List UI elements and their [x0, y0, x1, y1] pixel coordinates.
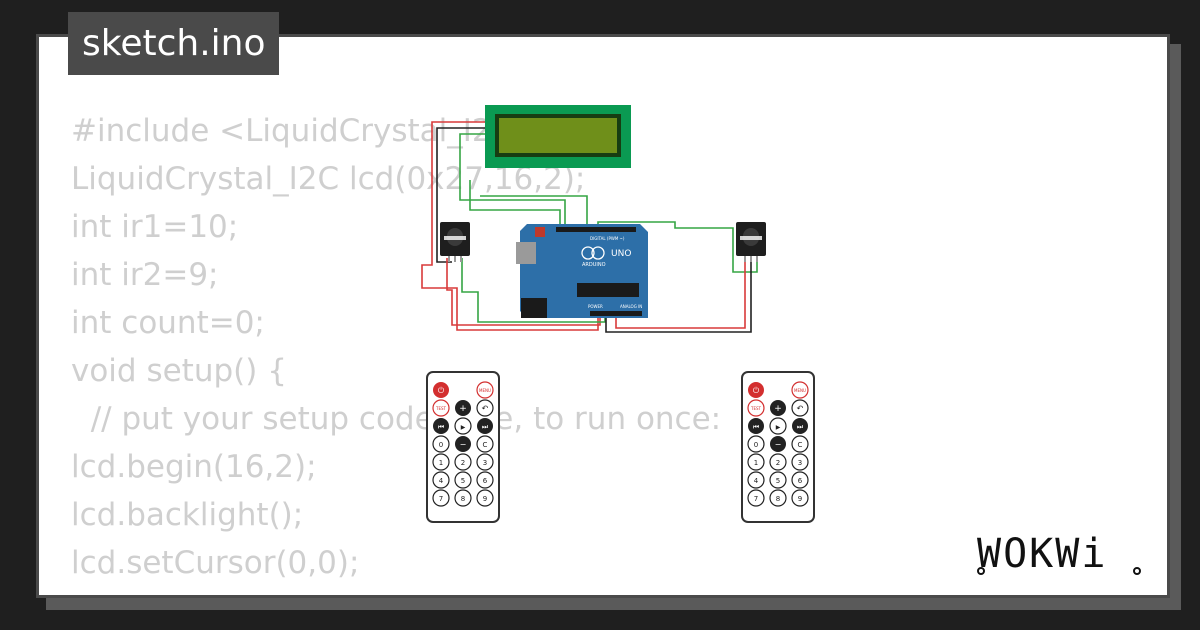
svg-text:8: 8 [776, 495, 780, 503]
svg-text:2: 2 [461, 459, 465, 467]
power-icon: ⏻ [753, 386, 760, 395]
wokwi-logo: WOKWi [977, 531, 1141, 577]
svg-text:0: 0 [439, 441, 443, 449]
next-icon: ⏭ [482, 423, 489, 431]
ir-remote-left[interactable]: ⏻ MENU TEST + ↶ ⏮ ▶ ⏭ 0 − C 1 2 3 4 5 [426, 371, 500, 523]
chip-icon [577, 283, 639, 297]
code-line: int count=0; [71, 305, 265, 341]
wire-red [421, 121, 599, 331]
back-icon: ↶ [796, 404, 804, 413]
digital-label: DIGITAL (PWM ~) [590, 236, 625, 241]
prev-icon: ⏮ [753, 423, 759, 431]
usb-port-icon [516, 242, 536, 264]
wokwi-logo-text: WOKWi [977, 531, 1107, 577]
remote-menu-label: MENU [479, 388, 491, 393]
next-icon: ⏭ [797, 423, 804, 431]
prev-icon: ⏮ [438, 423, 444, 431]
arduino-uno[interactable]: UNO ARDUINO DIGITAL (PWM ~) ANALOG IN PO… [516, 224, 648, 318]
wire-red [615, 258, 746, 329]
lcd-module[interactable] [485, 105, 631, 168]
svg-text:4: 4 [754, 477, 759, 485]
svg-text:4: 4 [439, 477, 444, 485]
svg-text:2: 2 [776, 459, 780, 467]
minus-icon: − [460, 440, 467, 449]
svg-text:7: 7 [754, 495, 758, 503]
minus-icon: − [775, 440, 782, 449]
back-icon: ↶ [481, 404, 489, 413]
svg-text:8: 8 [461, 495, 465, 503]
sketch-filename[interactable]: sketch.ino [68, 12, 280, 75]
svg-text:1: 1 [439, 459, 443, 467]
power-jack-icon [521, 298, 547, 318]
wires [421, 121, 758, 333]
svg-text:5: 5 [776, 477, 780, 485]
remote-test-label: TEST [750, 406, 762, 411]
wire-green [461, 258, 606, 323]
arduino-model-label: UNO [611, 249, 631, 259]
wire-black [436, 127, 490, 263]
arduino-brand-label: ARDUINO [582, 262, 606, 268]
wire-green [459, 133, 566, 228]
plus-icon: + [459, 404, 467, 414]
wire-green [480, 195, 588, 228]
svg-text:5: 5 [461, 477, 465, 485]
play-icon: ▶ [461, 424, 466, 431]
power-icon: ⏻ [438, 386, 445, 395]
wire-green [597, 221, 758, 273]
wire-red [446, 258, 601, 326]
svg-text:3: 3 [483, 459, 487, 467]
ir-receiver-right[interactable] [736, 222, 766, 262]
code-line: lcd.backlight(); [71, 497, 304, 533]
power-label: POWER [588, 304, 603, 309]
svg-text:6: 6 [798, 477, 803, 485]
reset-button-icon [535, 227, 545, 237]
play-icon: ▶ [776, 424, 781, 431]
code-line: int ir2=9; [71, 257, 219, 293]
code-line: LiquidCrystal_I2C lcd(0x27,16,2); [71, 161, 586, 197]
svg-text:0: 0 [754, 441, 758, 449]
svg-text:1: 1 [754, 459, 758, 467]
svg-text:7: 7 [439, 495, 443, 503]
wire-black [605, 258, 752, 333]
svg-text:C: C [798, 441, 803, 449]
code-line: lcd.print("counter"); [71, 587, 721, 595]
svg-text:C: C [483, 441, 488, 449]
wire-green [469, 180, 561, 228]
svg-text:9: 9 [483, 495, 487, 503]
svg-text:3: 3 [798, 459, 802, 467]
code-line: void setup() { [71, 353, 287, 389]
code-line: lcd.begin(16,2); [71, 449, 317, 485]
svg-text:9: 9 [798, 495, 802, 503]
code-line: int ir1=10; [71, 209, 239, 245]
ir-remote-right[interactable]: ⏻ MENU TEST + ↶ ⏮ ▶ ⏭ 0 − C 1 2 3 4 5 [741, 371, 815, 523]
analog-label: ANALOG IN [620, 304, 642, 309]
remote-menu-label: MENU [794, 388, 806, 393]
plus-icon: + [774, 404, 782, 414]
ir-receiver-left[interactable] [440, 222, 470, 262]
svg-text:6: 6 [483, 477, 488, 485]
code-line: lcd.setCursor(0,0); [71, 545, 360, 581]
remote-test-label: TEST [435, 406, 447, 411]
